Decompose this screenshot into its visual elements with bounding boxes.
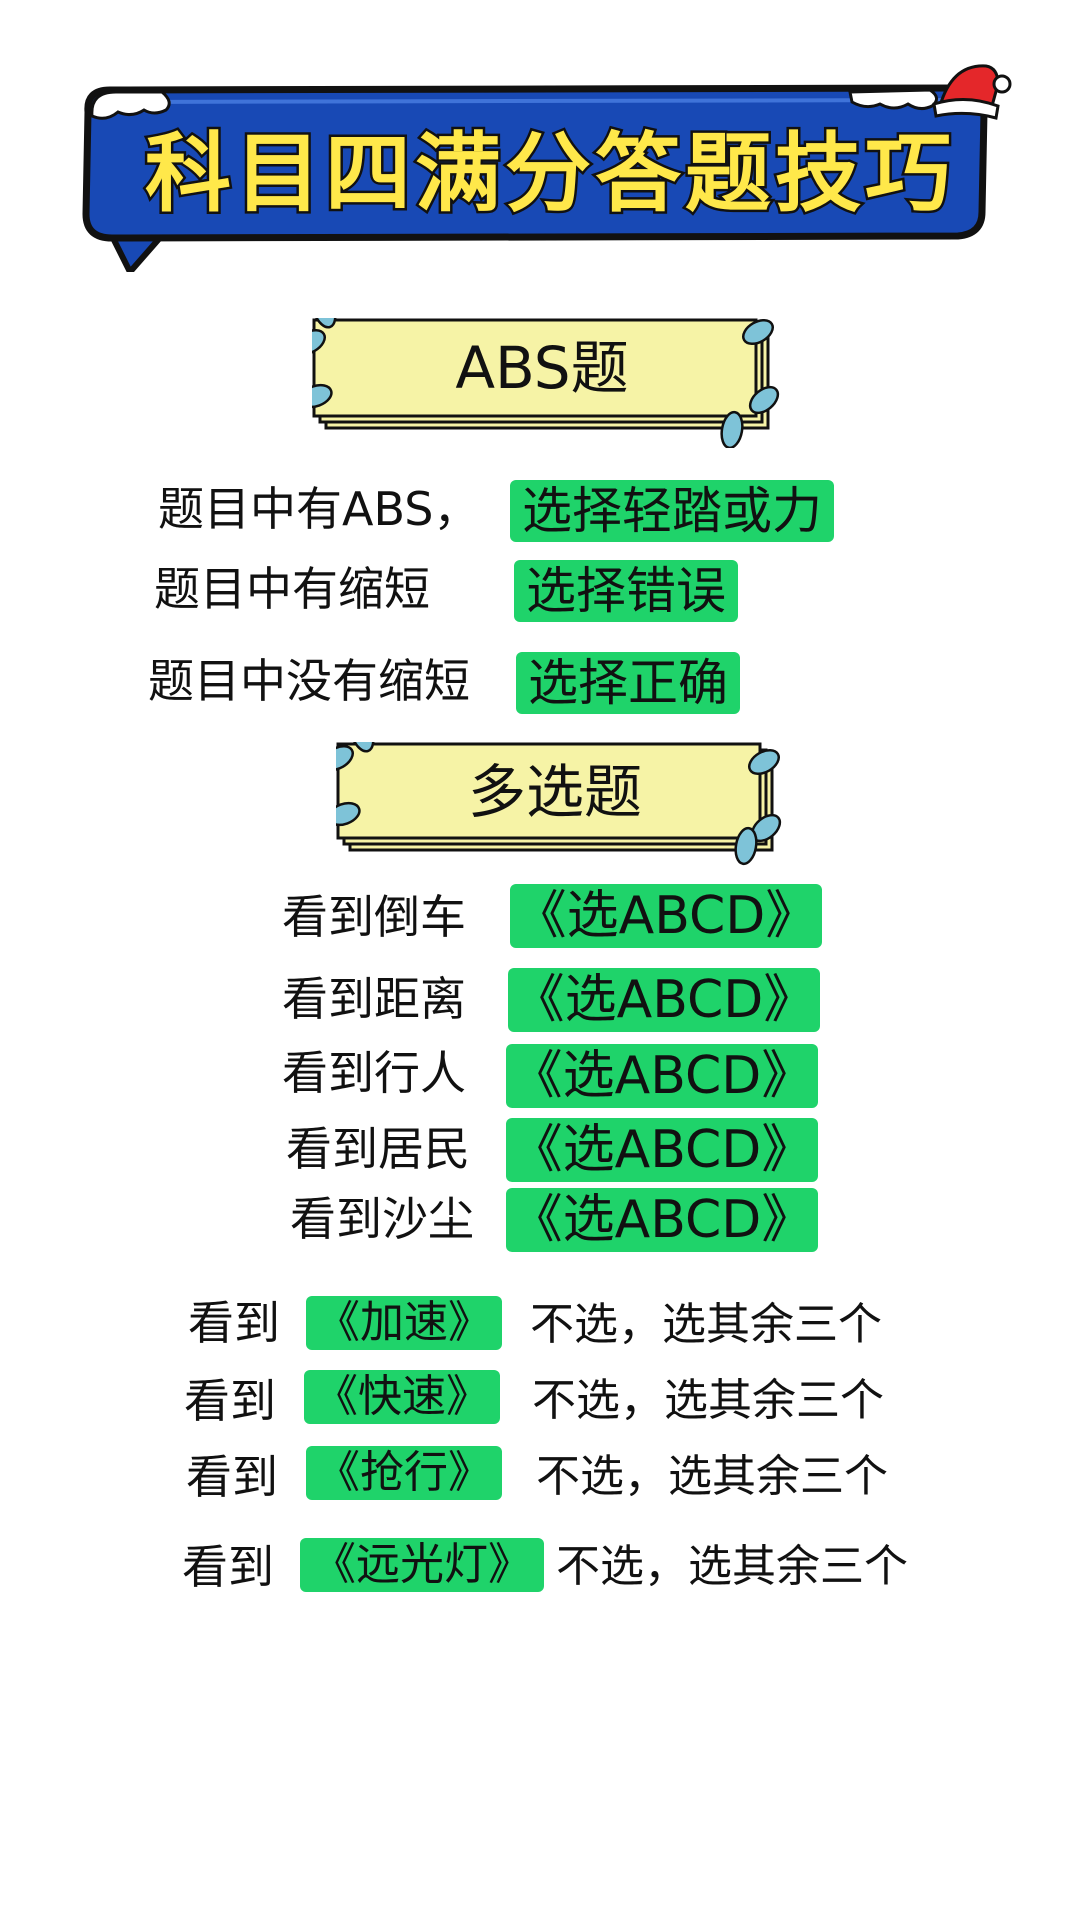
abs-row-label-3: 题目中没有缩短 — [148, 654, 470, 708]
abcd-row-answer-1: 《选ABCD》 — [510, 884, 822, 948]
title-banner: 科目四满分答题技巧 — [70, 64, 1012, 272]
abcd-row-label-1: 看到倒车 — [282, 890, 466, 944]
page-title: 科目四满分答题技巧 — [143, 122, 955, 227]
section-title-multi: 多选题 — [467, 758, 642, 826]
section-title-abs: ABS题 — [455, 334, 629, 402]
abcd-row-answer-5: 《选ABCD》 — [506, 1188, 818, 1252]
section-header-multi: 多选题 — [336, 742, 782, 866]
abs-row-label-2: 题目中有缩短 — [154, 562, 430, 616]
exclude-row-keyword-2: 《快速》 — [304, 1370, 500, 1424]
exclude-row-keyword-3: 《抢行》 — [306, 1446, 502, 1500]
abcd-row-label-5: 看到沙尘 — [290, 1192, 474, 1246]
speech-bubble-shape — [82, 84, 988, 272]
yellow-card-shape — [336, 742, 782, 866]
exclude-row-keyword-4: 《远光灯》 — [300, 1538, 544, 1592]
abcd-row-answer-3: 《选ABCD》 — [506, 1044, 818, 1108]
exclude-row-prefix-3: 看到 — [186, 1450, 278, 1504]
exclude-row-rule-1: 不选，选其余三个 — [530, 1299, 882, 1350]
abcd-row-label-4: 看到居民 — [286, 1122, 470, 1176]
exclude-row-keyword-1: 《加速》 — [306, 1296, 502, 1350]
exclude-row-prefix-1: 看到 — [188, 1296, 280, 1350]
abs-row-label-1: 题目中有ABS， — [158, 482, 480, 536]
abcd-row-label-3: 看到行人 — [282, 1046, 466, 1100]
exclude-row-prefix-2: 看到 — [184, 1374, 276, 1428]
abs-row-answer-2: 选择错误 — [514, 560, 738, 622]
abcd-row-answer-2: 《选ABCD》 — [508, 968, 820, 1032]
section-header-abs: ABS题 — [312, 318, 780, 448]
yellow-card-shape — [312, 318, 780, 448]
abcd-row-label-2: 看到距离 — [282, 972, 466, 1026]
santa-hat-icon — [932, 64, 1012, 120]
exclude-row-prefix-4: 看到 — [182, 1540, 274, 1594]
abs-row-answer-3: 选择正确 — [516, 652, 740, 714]
abcd-row-answer-4: 《选ABCD》 — [506, 1118, 818, 1182]
exclude-row-rule-4: 不选，选其余三个 — [556, 1541, 908, 1592]
abs-row-answer-1: 选择轻踏或力 — [510, 480, 834, 542]
exclude-row-rule-3: 不选，选其余三个 — [536, 1451, 888, 1502]
exclude-row-rule-2: 不选，选其余三个 — [532, 1375, 884, 1426]
